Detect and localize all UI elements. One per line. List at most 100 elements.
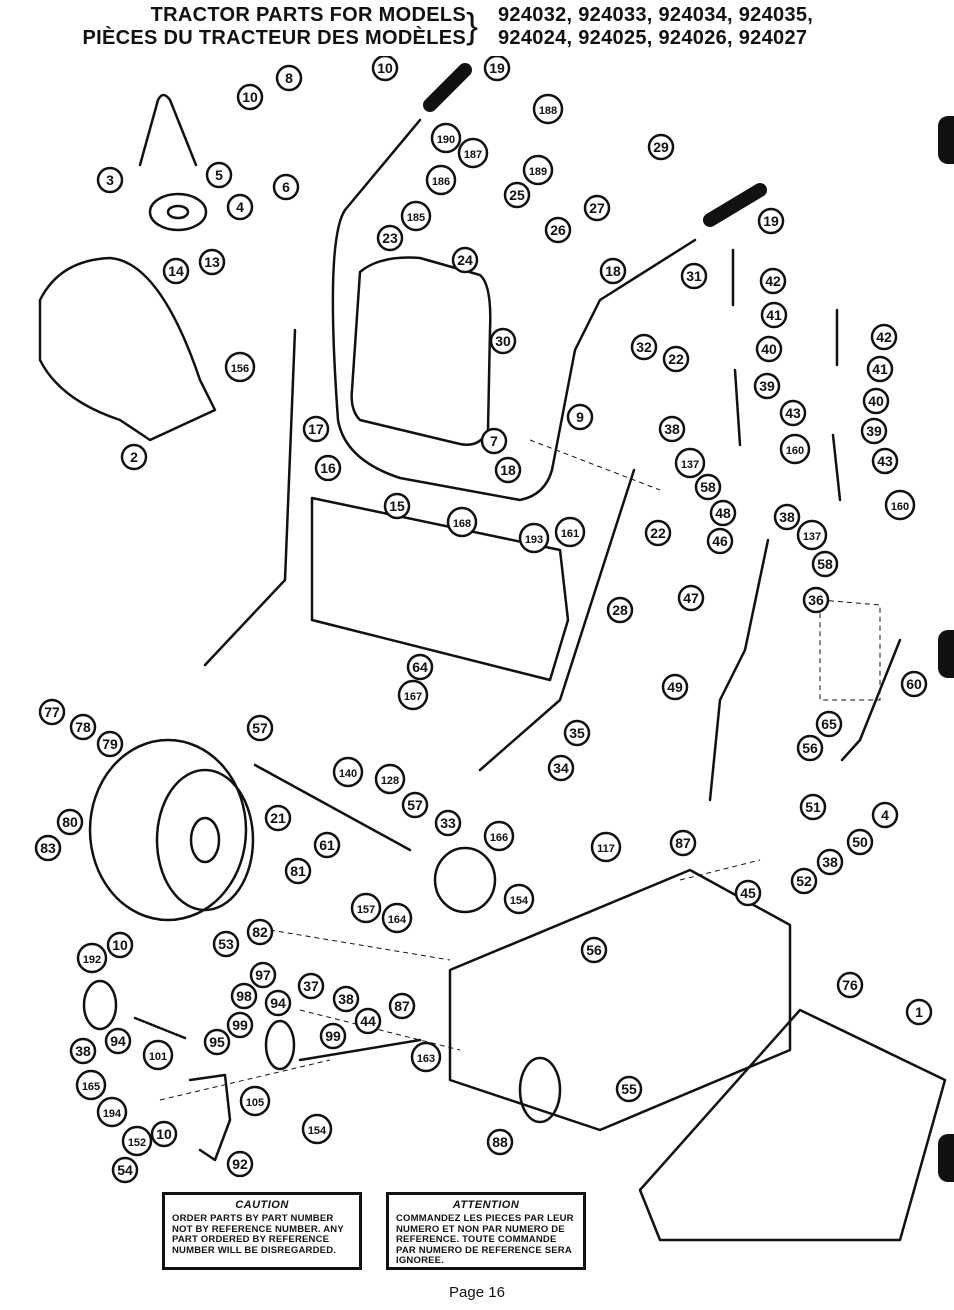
callout-label: 15 — [389, 498, 405, 514]
callout-label: 45 — [740, 885, 756, 901]
transmission-housing-drawing — [448, 868, 792, 1132]
callout-label: 18 — [605, 263, 621, 279]
tire-drawing — [88, 738, 248, 922]
callout-label: 5 — [215, 167, 223, 183]
callout-7: 7 — [480, 427, 508, 455]
callout-36: 36 — [802, 586, 830, 614]
callout-21: 21 — [264, 804, 292, 832]
callout-circle — [313, 831, 341, 859]
callout-label: 99 — [325, 1028, 341, 1044]
callout-17: 17 — [302, 415, 330, 443]
callout-label: 97 — [255, 967, 271, 983]
rod-47-drawing — [708, 538, 770, 802]
callout-circle — [779, 399, 807, 427]
callout-43: 43 — [871, 447, 899, 475]
callout-152: 152 — [121, 1125, 153, 1157]
callout-circle — [406, 653, 434, 681]
callout-label: 51 — [805, 799, 821, 815]
callout-circle — [846, 828, 874, 856]
callout-circle — [69, 1037, 97, 1065]
callout-37: 37 — [297, 972, 325, 1000]
callout-190: 190 — [430, 122, 462, 154]
callout-label: 187 — [464, 149, 482, 161]
callout-label: 1 — [915, 1004, 923, 1020]
callout-label: 19 — [489, 60, 505, 76]
callout-label: 92 — [232, 1156, 248, 1172]
callout-4: 4 — [226, 193, 254, 221]
callout-circle — [709, 499, 737, 527]
callout-circle — [104, 1027, 132, 1055]
callout-83: 83 — [34, 834, 62, 862]
callout-label: 38 — [75, 1043, 91, 1059]
callout-192: 192 — [76, 942, 108, 974]
axle-shaft-drawing — [253, 763, 412, 852]
callout-label: 40 — [761, 341, 777, 357]
callout-label: 7 — [490, 433, 498, 449]
callout-circle — [661, 673, 689, 701]
callout-189: 189 — [522, 154, 554, 186]
callout-128: 128 — [374, 763, 406, 795]
callout-label: 47 — [683, 590, 699, 606]
callout-circle — [796, 734, 824, 762]
callout-circle — [212, 930, 240, 958]
callout-circle — [905, 998, 933, 1026]
callout-circle — [275, 64, 303, 92]
callout-label: 2 — [130, 449, 138, 465]
callout-14: 14 — [162, 257, 190, 285]
callout-label: 154 — [510, 895, 529, 907]
callout-circle — [779, 433, 811, 465]
callout-label: 83 — [40, 840, 56, 856]
callout-160: 160 — [779, 433, 811, 465]
callout-99: 99 — [226, 1011, 254, 1039]
callout-label: 24 — [457, 252, 473, 268]
callout-label: 60 — [906, 676, 922, 692]
callout-label: 80 — [62, 814, 78, 830]
callout-3: 3 — [96, 166, 124, 194]
callout-label: 54 — [117, 1162, 133, 1178]
callout-65: 65 — [815, 710, 843, 738]
callout-label: 34 — [553, 760, 569, 776]
rear-panel-drawing — [310, 496, 570, 682]
callout-label: 37 — [303, 978, 319, 994]
callout-156: 156 — [224, 351, 256, 383]
callout-43: 43 — [779, 399, 807, 427]
callout-label: 56 — [802, 740, 818, 756]
callout-circle — [297, 972, 325, 1000]
belt-drawing — [138, 93, 198, 167]
callout-24: 24 — [451, 246, 479, 274]
callout-circle — [544, 216, 572, 244]
callout-58: 58 — [694, 473, 722, 501]
callout-94: 94 — [104, 1027, 132, 1055]
callout-49: 49 — [661, 673, 689, 701]
callout-label: 41 — [872, 361, 888, 377]
handle-frame-drawing — [331, 118, 697, 502]
callout-194: 194 — [96, 1096, 128, 1128]
callout-label: 10 — [156, 1126, 172, 1142]
callout-label: 65 — [821, 716, 837, 732]
callout-circle — [230, 982, 258, 1010]
callout-circle — [425, 164, 457, 196]
callout-81: 81 — [284, 857, 312, 885]
callout-39: 39 — [860, 417, 888, 445]
callout-label: 128 — [381, 775, 399, 787]
callout-99: 99 — [319, 1022, 347, 1050]
callout-circle — [332, 985, 360, 1013]
callout-47: 47 — [677, 584, 705, 612]
callout-circle — [644, 519, 672, 547]
callout-label: 41 — [766, 307, 782, 323]
callout-168: 168 — [446, 506, 478, 538]
control-panel-drawing — [350, 256, 492, 446]
callout-circle — [142, 1039, 174, 1071]
callout-circle — [198, 248, 226, 276]
callout-circle — [457, 137, 489, 169]
callout-38: 38 — [773, 503, 801, 531]
callout-label: 57 — [407, 797, 423, 813]
callout-circle — [446, 506, 478, 538]
callout-label: 35 — [569, 725, 585, 741]
callout-circle — [563, 719, 591, 747]
callout-label: 26 — [550, 222, 566, 238]
callout-circle — [354, 1007, 382, 1035]
callout-circle — [249, 961, 277, 989]
callout-95: 95 — [203, 1028, 231, 1056]
callout-label: 23 — [382, 230, 398, 246]
